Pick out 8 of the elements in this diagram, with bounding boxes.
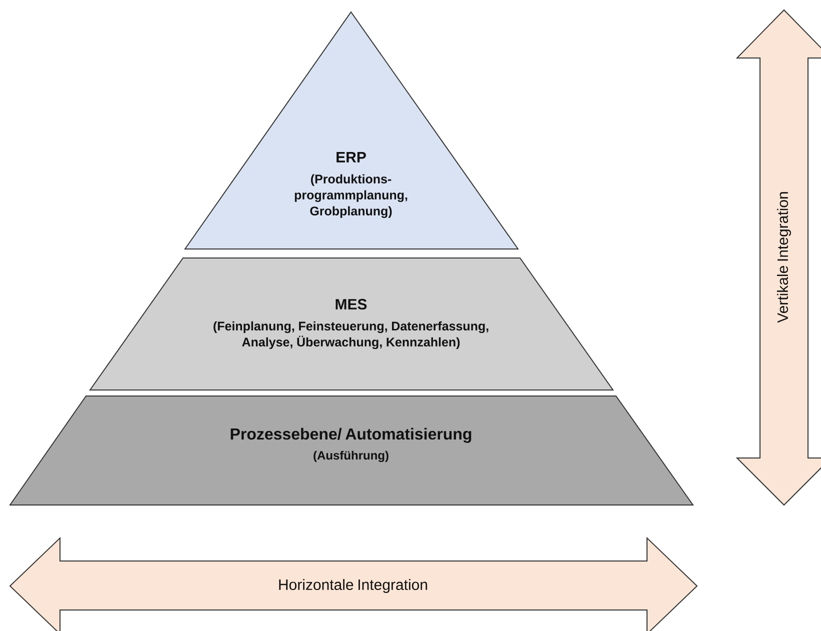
arrow-label: Horizontale Integration	[279, 579, 428, 593]
layer-title: MES	[336, 298, 367, 310]
layer-title: ERP	[336, 152, 366, 162]
layer-description: (Produktions- programmplanung, Grobplanung)	[294, 174, 408, 218]
arrow-label: Vertikale Integration	[777, 192, 791, 323]
layer-description: (Feinplanung, Feinsteuerung, Datenerfassung, Analyse, Überwachung, Kennzahlen)	[214, 321, 488, 350]
layer-description: (Ausführung)	[314, 450, 388, 462]
layer-title: Prozessebene/ Automatisierung	[230, 428, 472, 443]
